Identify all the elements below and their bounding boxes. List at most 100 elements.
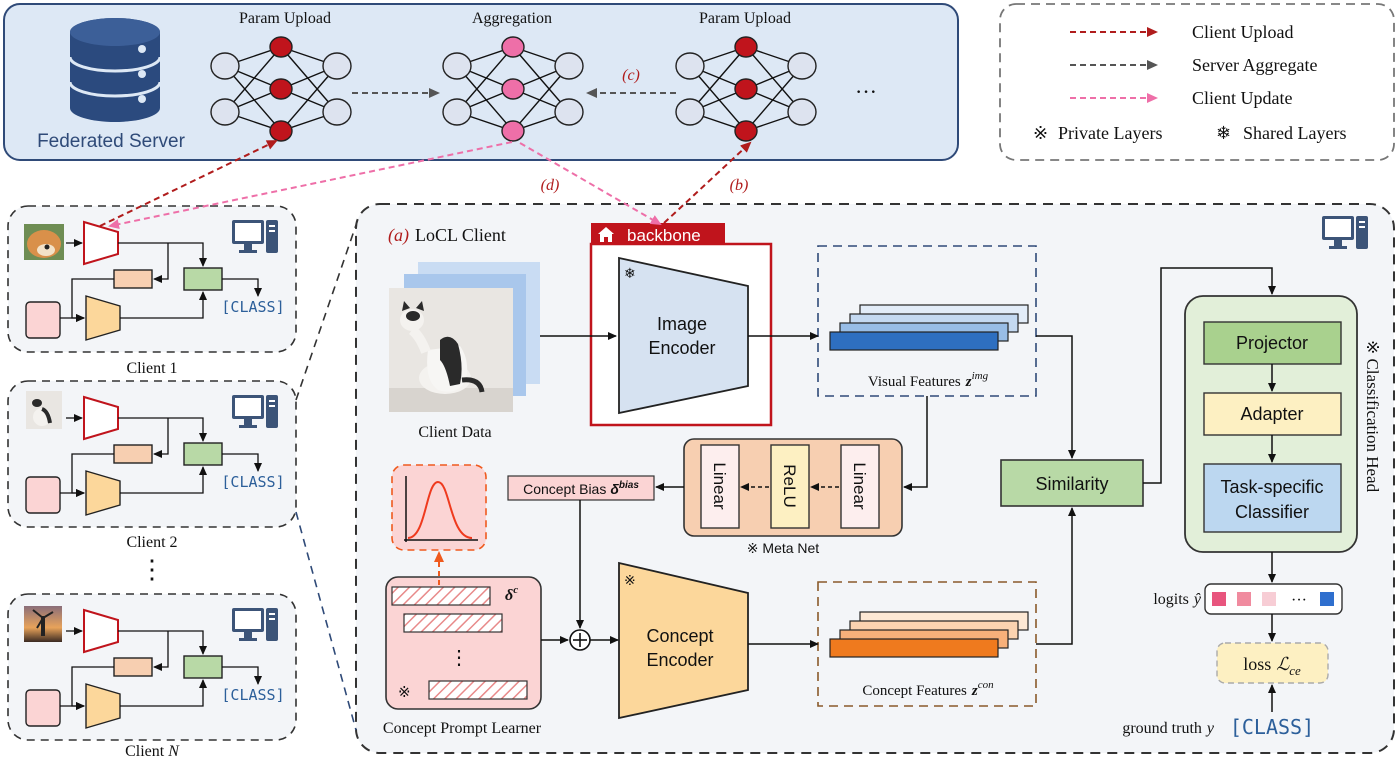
client-concept-encoder bbox=[85, 295, 121, 341]
backbone-label: backbone bbox=[627, 226, 701, 245]
shared-layer-mark: ❄ bbox=[624, 265, 636, 281]
meta-net-layer-label: ReLU bbox=[780, 464, 799, 507]
classifier-label-1: Task-specific bbox=[1220, 477, 1323, 497]
concept-encoder bbox=[618, 561, 749, 720]
distribution-box bbox=[391, 464, 487, 551]
feature-bar bbox=[829, 638, 999, 658]
network-node bbox=[210, 52, 240, 80]
logits-ellipsis: ··· bbox=[1291, 592, 1307, 609]
network-node-highlight bbox=[269, 36, 293, 58]
client-prompt-block bbox=[25, 689, 61, 727]
delta-c-label: δc bbox=[505, 584, 518, 604]
visual-feature-bars bbox=[829, 304, 1029, 351]
client-flow-arrow bbox=[222, 453, 262, 472]
concept-bias-box bbox=[507, 475, 655, 501]
zoom-line-bottom bbox=[295, 511, 357, 731]
client-1-label: Client 1 bbox=[126, 360, 177, 377]
network-edge bbox=[512, 65, 570, 132]
concept-encoder-label-1: Concept bbox=[646, 626, 713, 646]
adapter-box bbox=[1203, 392, 1342, 436]
network-edge bbox=[224, 46, 282, 113]
visual-to-similarity-arrow bbox=[1036, 335, 1076, 459]
network-node bbox=[442, 98, 472, 126]
ground-truth-class: [CLASS] bbox=[1230, 715, 1314, 739]
clients-ellipsis: ⋮ bbox=[139, 555, 165, 584]
concept-to-similarity-arrow bbox=[1036, 507, 1076, 645]
legend-shared-layers: Shared Layers bbox=[1243, 123, 1346, 143]
image-encoder-label-2: Encoder bbox=[648, 338, 715, 358]
concept-prompt-learner-box bbox=[385, 576, 542, 710]
locl-client-title: (a)LoCL Client bbox=[388, 225, 506, 246]
similarity-to-head-arrow bbox=[1143, 267, 1276, 484]
prompt-token-2 bbox=[403, 613, 503, 633]
client-similarity-block bbox=[183, 442, 223, 466]
network-node bbox=[210, 98, 240, 126]
network-edge bbox=[456, 65, 514, 132]
similarity-box bbox=[1000, 459, 1144, 507]
network-node-highlight bbox=[501, 120, 525, 142]
network-aggregation bbox=[442, 36, 584, 142]
image-encoder bbox=[618, 256, 749, 415]
client-computer-icon bbox=[232, 608, 278, 641]
client-similarity-block bbox=[183, 655, 223, 679]
client-flow-arrow bbox=[120, 291, 207, 319]
server-to-backbone-update-arrow bbox=[519, 142, 662, 226]
client1-upload-arrow bbox=[99, 140, 278, 227]
computer-icon bbox=[1322, 216, 1368, 249]
image-encoder-label-1: Image bbox=[657, 314, 707, 334]
concept-feature-bars bbox=[829, 611, 1029, 658]
meta-net-layer-label: Linear bbox=[710, 462, 729, 510]
home-icon bbox=[598, 227, 614, 242]
client-data-thumbnail bbox=[24, 224, 64, 260]
network-node bbox=[675, 98, 705, 126]
client-flow-arrow bbox=[153, 418, 169, 458]
classifier-box bbox=[1203, 463, 1342, 533]
network-node bbox=[675, 52, 705, 80]
shared-layers-icon: ❄ bbox=[1216, 123, 1231, 143]
legend-server-aggregate: Server Aggregate bbox=[1192, 55, 1317, 75]
network-param-upload-left bbox=[210, 36, 352, 142]
network-edge bbox=[280, 65, 338, 132]
legend-private-layers: Private Layers bbox=[1058, 123, 1162, 143]
network-edge bbox=[224, 65, 282, 132]
client1-update-arrow bbox=[108, 141, 513, 230]
client-flow-arrow bbox=[222, 278, 262, 297]
prompt-private-mark: ※ bbox=[398, 684, 411, 701]
meta-net-layer-label: Linear bbox=[850, 462, 869, 510]
network-param-upload-right bbox=[675, 36, 817, 142]
network-node bbox=[787, 98, 817, 126]
client-data-thumbnail bbox=[26, 391, 62, 429]
client-class-label: [CLASS] bbox=[221, 686, 284, 704]
concept-prompt-learner-label: Concept Prompt Learner bbox=[383, 720, 542, 737]
network-node-highlight bbox=[501, 36, 525, 58]
network-edge bbox=[689, 46, 747, 113]
loss-box bbox=[1216, 642, 1329, 684]
network-node-highlight bbox=[269, 78, 293, 100]
network-node bbox=[554, 52, 584, 80]
network-node-highlight bbox=[734, 36, 758, 58]
client-flow-arrow bbox=[120, 679, 207, 707]
network-node-highlight bbox=[501, 78, 525, 100]
projector-box bbox=[1203, 321, 1342, 365]
network-node-highlight bbox=[734, 120, 758, 142]
client-similarity-block bbox=[183, 267, 223, 291]
server-panel bbox=[3, 3, 959, 161]
client-computer-icon bbox=[232, 220, 278, 253]
network-edge bbox=[512, 46, 570, 113]
meta-net-blocks: Linear ReLU Linear bbox=[700, 444, 880, 529]
legend-client-upload: Client Upload bbox=[1192, 22, 1294, 42]
meta-net-label: ※ Meta Net bbox=[747, 540, 820, 556]
adapter-label: Adapter bbox=[1240, 404, 1303, 424]
zoom-line-top bbox=[295, 224, 357, 401]
client-prompt-block bbox=[25, 301, 61, 339]
network-edge bbox=[456, 46, 514, 113]
backbone-label-bg bbox=[591, 223, 725, 245]
meta-net-layer bbox=[770, 444, 810, 529]
client-flow-arrow bbox=[118, 417, 207, 442]
client-concept-encoder bbox=[85, 683, 121, 729]
client-computer-icon bbox=[232, 395, 278, 428]
prompt-token-3 bbox=[428, 680, 528, 700]
